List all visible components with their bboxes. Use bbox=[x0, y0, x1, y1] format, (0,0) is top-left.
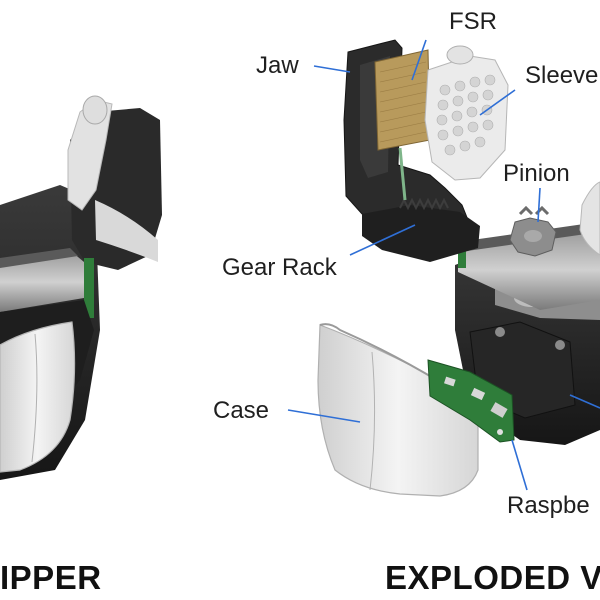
label-jaw: Jaw bbox=[256, 52, 299, 79]
leader-jaw bbox=[313, 65, 351, 73]
leader-sleeve bbox=[479, 89, 516, 116]
leader-lines bbox=[287, 39, 600, 491]
label-fsr: FSR bbox=[449, 8, 497, 35]
assembled-sleeve-knob bbox=[82, 95, 108, 125]
assembled-gripper bbox=[0, 95, 162, 480]
servo-screw-2 bbox=[555, 340, 565, 350]
fsr-lead bbox=[398, 147, 407, 201]
leader-pinion bbox=[537, 187, 541, 223]
exploded-sleeve bbox=[424, 45, 509, 181]
leader-servo bbox=[569, 394, 600, 409]
gear-rack-teeth bbox=[399, 197, 449, 211]
pinion-gear bbox=[509, 205, 557, 257]
exploded-rail-pcb bbox=[458, 238, 466, 268]
gear-rack bbox=[362, 205, 480, 262]
assembled-case bbox=[0, 321, 76, 473]
right-sleeve bbox=[579, 181, 600, 256]
fsr-pad bbox=[374, 49, 431, 151]
leader-case bbox=[287, 409, 361, 423]
raspberry-board bbox=[427, 359, 515, 443]
servo-screw bbox=[495, 327, 505, 337]
label-sleeve: Sleeve bbox=[525, 62, 599, 89]
assembled-case-seam bbox=[31, 333, 38, 463]
label-pinion: Pinion bbox=[503, 160, 570, 187]
assembled-rail bbox=[0, 252, 84, 312]
fsr-pad-grid bbox=[379, 61, 427, 143]
label-gear-rack: Gear Rack bbox=[222, 254, 337, 281]
caption-assembled: IPPER bbox=[0, 559, 102, 596]
assembled-pcb bbox=[84, 258, 94, 318]
exploded-rail bbox=[458, 230, 600, 310]
leader-fsr bbox=[411, 39, 427, 81]
leader-raspberry bbox=[511, 439, 528, 491]
exploded-view bbox=[317, 39, 600, 497]
assembled-rail-top bbox=[0, 248, 78, 268]
leader-gear-rack bbox=[349, 224, 416, 256]
label-case: Case bbox=[213, 397, 270, 424]
assembled-support bbox=[95, 200, 158, 262]
caption-exploded: EXPLODED V bbox=[385, 559, 600, 596]
exploded-case-seam bbox=[369, 351, 376, 491]
label-raspberry: Raspbe bbox=[507, 492, 590, 519]
